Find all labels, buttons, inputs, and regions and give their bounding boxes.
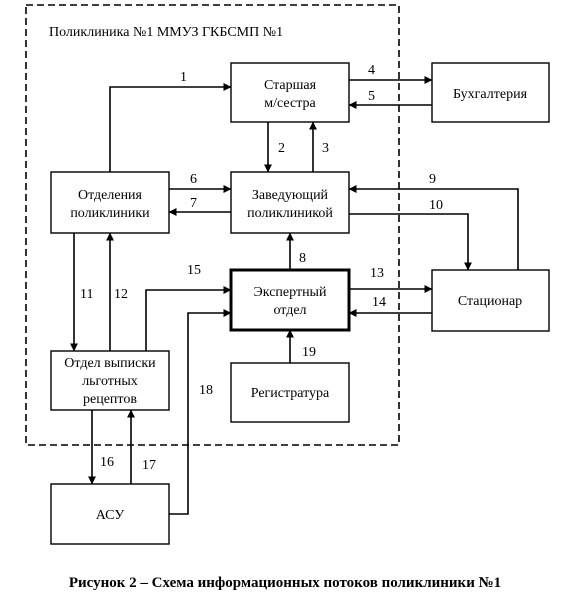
box-registratura: Регистратура [230, 362, 350, 423]
flow-label-16: 16 [100, 455, 114, 470]
flow-label-1: 1 [180, 70, 187, 85]
flow-label-18: 18 [199, 383, 213, 398]
box-statsionar: Стационар [431, 269, 550, 332]
frame-label: Поликлиника №1 ММУЗ ГКБСМП №1 [49, 25, 283, 40]
flow-label-6: 6 [190, 172, 197, 187]
box-zaveduyushchiy: Заведующий поликлиникой [230, 171, 350, 234]
flow-label-12: 12 [114, 287, 128, 302]
flow-label-17: 17 [142, 458, 156, 473]
flow-10-arrow [349, 213, 472, 271]
flow-label-10: 10 [429, 198, 443, 213]
flow-1-arrow [109, 83, 232, 172]
flow-label-15: 15 [187, 263, 201, 278]
box-otdeleniya-line-1: Отделения [78, 188, 143, 203]
flow-label-14: 14 [372, 295, 386, 310]
box-asu-line-1: АСУ [96, 508, 125, 523]
flow-label-9: 9 [429, 172, 436, 187]
flow-label-5: 5 [368, 89, 375, 104]
box-otdel-vypiski-line-2: льготных [82, 374, 138, 389]
box-otdel-vypiski-line-3: рецептов [83, 392, 137, 407]
flow-label-3: 3 [322, 141, 329, 156]
flow-9-arrow [348, 185, 519, 270]
box-statsionar-line-1: Стационар [458, 294, 522, 309]
box-starshaya-line-2: м/сестра [264, 96, 316, 111]
box-buhgalteriya-line-1: Бухгалтерия [453, 87, 528, 102]
box-otdeleniya: Отделения поликлиники [50, 171, 170, 234]
box-ekspertny-line-1: Экспертный [254, 285, 327, 300]
box-ekspertny-line-2: отдел [273, 303, 306, 318]
box-zaveduyushchiy-line-1: Заведующий [252, 188, 329, 203]
figure-caption: Рисунок 2 – Схема информационных потоков… [69, 575, 501, 591]
box-asu: АСУ [50, 483, 170, 545]
flow-label-4: 4 [368, 63, 375, 78]
flow-label-2: 2 [278, 141, 285, 156]
box-otdeleniya-line-2: поликлиники [70, 206, 150, 221]
box-registratura-line-1: Регистратура [251, 386, 330, 401]
flow-18-arrow [169, 309, 232, 515]
flow-label-19: 19 [302, 345, 316, 360]
box-ekspertny: Экспертный отдел [229, 268, 351, 332]
flow-label-11: 11 [80, 287, 93, 302]
box-starshaya: Старшая м/сестра [230, 62, 350, 123]
box-zaveduyushchiy-line-2: поликлиникой [247, 206, 333, 221]
box-otdel-vypiski-line-1: Отдел выписки [64, 356, 156, 371]
flow-label-13: 13 [370, 266, 384, 281]
flow-label-8: 8 [299, 251, 306, 266]
box-otdel-vypiski: Отдел выписки льготных рецептов [50, 350, 170, 411]
box-buhgalteriya: Бухгалтерия [431, 62, 550, 123]
box-starshaya-line-1: Старшая [264, 78, 317, 93]
flow-15-arrow [145, 286, 232, 351]
flow-label-7: 7 [190, 196, 197, 211]
